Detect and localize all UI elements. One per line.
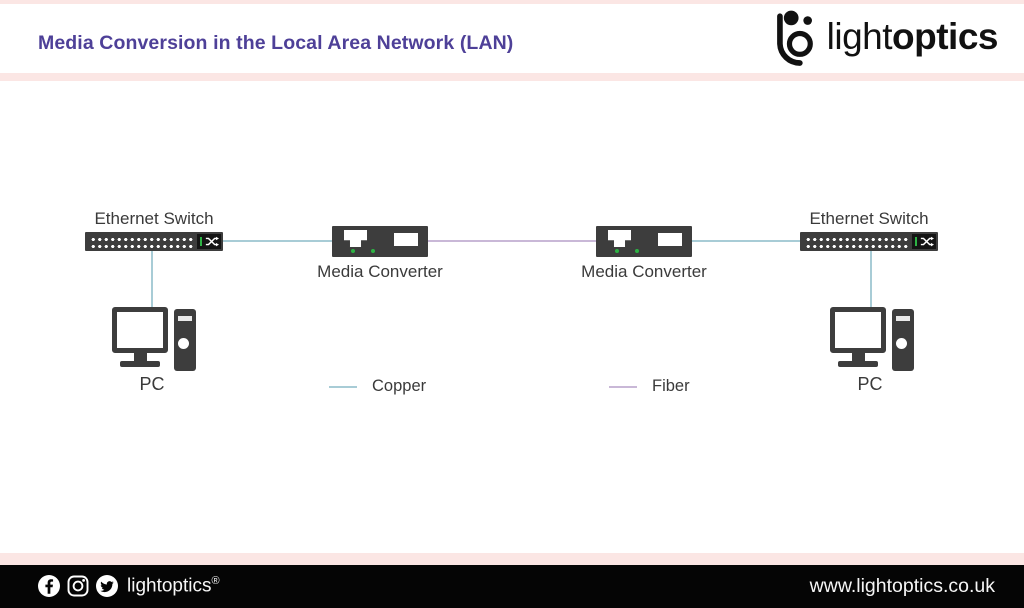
crossover-shuffle-icon	[205, 236, 219, 247]
monitor-stand	[134, 353, 147, 362]
converter-right-label: Media Converter	[581, 262, 707, 281]
header-divider	[0, 73, 1024, 81]
pc-left-label: PC	[139, 374, 165, 394]
copper-link-left	[223, 240, 332, 242]
crossover-shuffle-icon	[920, 236, 934, 247]
uplink-led	[200, 237, 202, 246]
media-converter-left	[332, 226, 428, 257]
status-led	[615, 249, 619, 253]
lightoptics-logo-icon	[776, 10, 813, 66]
instagram-icon[interactable]	[66, 574, 90, 598]
logo-word-light: light	[826, 16, 893, 57]
fiber-legend-swatch	[609, 386, 637, 388]
copper-link-right	[692, 240, 800, 242]
copper-drop-right	[870, 251, 872, 308]
page-title: Media Conversion in the Local Area Netwo…	[38, 32, 514, 54]
registered-mark: ®	[211, 575, 220, 587]
switch-right-label: Ethernet Switch	[809, 209, 929, 228]
twitter-icon[interactable]	[95, 574, 119, 598]
monitor-base	[120, 361, 160, 367]
converter-left-label: Media Converter	[317, 262, 443, 281]
switch-port-grid	[805, 236, 909, 248]
status-led	[351, 249, 355, 253]
media-converter-right	[596, 226, 692, 257]
switch-uplink-module	[912, 234, 936, 249]
tower-button	[178, 338, 189, 349]
tower-icon	[892, 309, 914, 371]
copper-legend-label: Copper	[372, 377, 427, 395]
rj45-port-icon	[344, 230, 367, 247]
switch-uplink-module	[197, 234, 221, 249]
footer-pink-strip	[0, 553, 1024, 565]
footer-brand: lightoptics®	[127, 575, 220, 597]
ethernet-switch-right	[800, 232, 938, 251]
facebook-icon[interactable]	[37, 574, 61, 598]
logo-wordmark: lightoptics	[826, 16, 999, 58]
copper-drop-left	[151, 251, 153, 308]
tower-icon	[174, 309, 196, 371]
status-led	[371, 249, 375, 253]
fiber-legend-label: Fiber	[652, 377, 690, 395]
top-pink-strip	[0, 0, 1024, 4]
logo-word-optics: optics	[892, 16, 998, 57]
switch-port-grid	[90, 236, 194, 248]
monitor-icon	[112, 307, 168, 353]
footer: lightoptics® www.lightoptics.co.uk	[0, 565, 1024, 608]
status-led	[635, 249, 639, 253]
rj45-port-icon	[608, 230, 631, 247]
monitor-stand	[852, 353, 865, 362]
footer-brand-text: lightoptics	[127, 575, 212, 597]
pc-right-label: PC	[857, 374, 883, 394]
monitor-icon	[830, 307, 886, 353]
switch-left-label: Ethernet Switch	[94, 209, 214, 228]
ethernet-switch-left	[85, 232, 223, 251]
footer-website-link[interactable]: www.lightoptics.co.uk	[809, 575, 995, 597]
tower-slot	[178, 316, 192, 321]
tower-slot	[896, 316, 910, 321]
fiber-link	[428, 240, 596, 242]
tower-button	[896, 338, 907, 349]
brand-logo: lightoptics	[773, 6, 998, 68]
fiber-port-icon	[394, 233, 418, 246]
monitor-base	[838, 361, 878, 367]
copper-legend-swatch	[329, 386, 357, 388]
fiber-port-icon	[658, 233, 682, 246]
uplink-led	[915, 237, 917, 246]
